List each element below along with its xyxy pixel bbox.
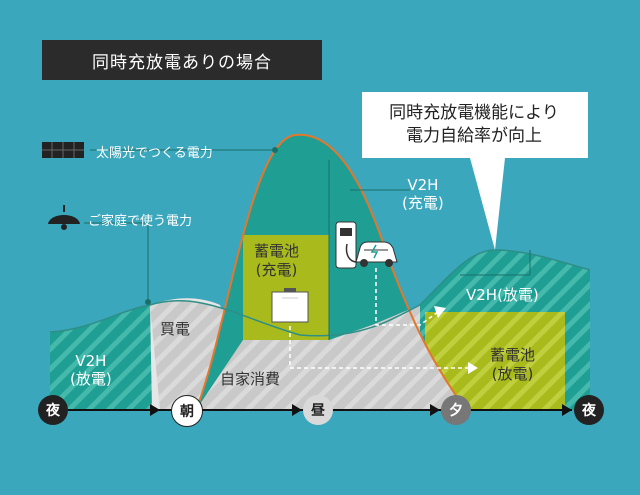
timeline-night-start: 夜 xyxy=(38,395,68,425)
callout-bubble xyxy=(362,92,588,250)
buy-power-label: 買電 xyxy=(160,320,191,338)
legend-home-label: ご家庭で使う電力 xyxy=(88,214,193,229)
v2h-discharge-right-label: V2H(放電) xyxy=(466,286,539,304)
home-consumption-curve xyxy=(49,249,591,337)
solar-curve xyxy=(195,133,467,411)
ceiling-lamp-icon xyxy=(48,205,80,230)
electric-car-icon xyxy=(355,241,398,267)
timeline-morning: 朝 xyxy=(171,395,203,427)
self-consumption-label: 自家消費 xyxy=(220,370,281,388)
page-title: 同時充放電ありの場合 xyxy=(42,40,322,80)
v2h-charge-label: V2H (充電) xyxy=(402,176,444,212)
callout-line2: 電力自給率が向上 xyxy=(406,126,542,146)
flow-arrow-battery xyxy=(289,326,468,369)
callout-line1: 同時充放電機能により xyxy=(389,103,559,123)
legend-solar-label: 太陽光でつくる電力 xyxy=(96,146,213,161)
v2h-discharge-left-area xyxy=(50,305,160,410)
timeline-noon: 昼 xyxy=(303,395,333,425)
solar-panel-icon xyxy=(42,142,84,158)
timeline-evening: 夕 xyxy=(441,395,471,425)
timeline-night-end: 夜 xyxy=(574,395,604,425)
battery-box-icon xyxy=(271,288,309,323)
v2h-discharge-left-label: V2H (放電) xyxy=(70,352,112,388)
battery-charge-label: 蓄電池 (充電) xyxy=(254,242,300,279)
battery-discharge-label: 蓄電池 (放電) xyxy=(490,346,536,383)
callout-text: 同時充放電機能により 電力自給率が向上 xyxy=(372,102,576,148)
ev-charger-icon xyxy=(335,221,358,269)
flow-arrow-v2h xyxy=(375,268,439,326)
